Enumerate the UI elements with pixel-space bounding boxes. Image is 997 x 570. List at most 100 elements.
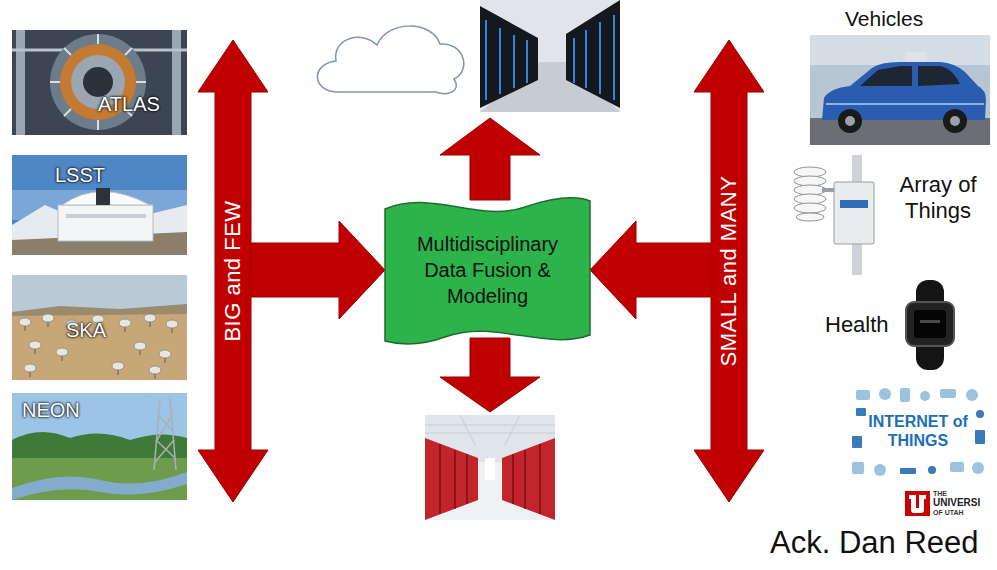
supercomputer-photo	[425, 438, 478, 520]
node-text: SMALL and MANY	[716, 176, 742, 367]
ska-photo	[12, 275, 187, 380]
supercomputer-photo	[460, 415, 475, 445]
neon-photo	[12, 393, 187, 500]
supercomputer-photo	[485, 20, 487, 100]
ska-photo	[144, 314, 156, 327]
ska-photo	[159, 350, 171, 363]
iot-graphic	[852, 436, 862, 448]
photo-caption: NEON	[22, 398, 80, 422]
wristband-photo	[920, 320, 940, 323]
lsst-photo	[12, 155, 187, 255]
atlas-photo	[125, 48, 132, 55]
supercomputer-photo	[599, 22, 601, 94]
lsst-photo	[12, 155, 187, 255]
banner-shape	[385, 198, 590, 344]
ska-photo	[119, 319, 131, 332]
supercomputer-photo	[502, 438, 555, 520]
university-logo	[905, 491, 930, 516]
iot-graphic	[928, 466, 936, 474]
supercomputer-photo	[454, 450, 456, 509]
neon-photo	[12, 393, 187, 500]
sensor-node-photo	[834, 182, 874, 244]
vehicle-photo	[845, 116, 855, 126]
neon-photo	[170, 398, 176, 470]
ska-photo	[12, 275, 187, 380]
ska-photo	[24, 364, 36, 377]
atlas-photo	[172, 30, 181, 135]
supercomputer-photo	[440, 444, 540, 514]
supercomputer-photo	[425, 433, 555, 434]
sensor-node-photo	[794, 203, 826, 213]
ska-photo	[166, 320, 178, 333]
lsst-photo	[58, 205, 153, 241]
supercomputer-photo	[480, 6, 538, 108]
supercomputer-photo	[485, 458, 495, 480]
atlas-photo	[136, 81, 146, 83]
node-text: Multidisciplinary Data Fusion & Modeling	[398, 231, 578, 309]
iot-graphic	[874, 464, 886, 476]
iot-graphic	[976, 410, 984, 418]
supercomputer-photo	[425, 415, 555, 445]
iot-graphic	[966, 389, 978, 401]
supercomputer-photo	[505, 415, 520, 445]
supercomputer-photo	[566, 0, 620, 108]
device-label: Health	[825, 312, 889, 338]
university-logo	[905, 491, 930, 516]
atlas-photo	[83, 67, 113, 97]
ska-photo	[19, 318, 31, 331]
supercomputer-photo	[439, 444, 441, 514]
photo-caption: SKA	[66, 318, 106, 342]
neon-photo	[157, 415, 172, 440]
neon-photo	[12, 432, 187, 500]
fusion-banner: Multidisciplinary Data Fusion & Modeling	[385, 195, 590, 345]
iot-graphic	[940, 389, 956, 398]
supercomputer-photo	[524, 450, 526, 509]
lsst-photo	[12, 200, 187, 255]
supercomputer-photo	[499, 28, 501, 94]
neon-photo	[155, 440, 174, 462]
double-arrow-band: SMALL and MANY	[711, 40, 747, 502]
ska-photo	[42, 314, 54, 327]
iot-graphic	[879, 388, 891, 400]
iot-graphic	[852, 462, 864, 474]
atlas-photo	[12, 30, 187, 135]
iot-graphic	[900, 468, 916, 474]
wristband-photo	[914, 310, 946, 338]
vehicle-photo	[943, 109, 967, 133]
cloud-outline	[317, 26, 463, 93]
atlas-photo	[16, 30, 25, 135]
supercomputer-photo	[480, 0, 620, 112]
university-logo	[909, 495, 926, 513]
vehicle-photo	[810, 35, 990, 145]
vertical-red-arrow	[440, 338, 540, 412]
atlas-photo	[97, 120, 99, 130]
ska-photo	[149, 366, 161, 379]
neon-photo	[154, 398, 176, 470]
device-label: Vehicles	[845, 6, 923, 31]
device-label: Array of Things	[890, 172, 986, 225]
atlas-photo	[97, 34, 99, 44]
atlas-photo	[64, 109, 71, 116]
neon-photo	[12, 472, 187, 500]
supercomputer-photo	[513, 35, 515, 88]
iot-graphic	[852, 388, 984, 476]
supercomputer-photo	[613, 15, 615, 100]
acknowledgement: Ack. Dan Reed	[770, 524, 979, 561]
cloud-outline	[317, 26, 463, 93]
photo-caption: ATLAS	[98, 92, 160, 116]
ska-photo	[112, 362, 124, 375]
supercomputer-photo	[425, 415, 555, 520]
lsst-photo	[66, 214, 146, 218]
connector-arrow	[248, 221, 385, 319]
vehicle-photo	[810, 35, 990, 145]
vehicle-photo	[905, 52, 927, 62]
vehicle-photo	[950, 116, 960, 126]
sensor-node-photo	[794, 167, 826, 221]
double-arrow-shape	[198, 40, 268, 502]
node-text: BIG and FEW	[220, 200, 246, 341]
vehicle-photo	[826, 103, 984, 105]
iot-graphic	[972, 462, 984, 474]
supercomputer-photo	[480, 0, 620, 112]
